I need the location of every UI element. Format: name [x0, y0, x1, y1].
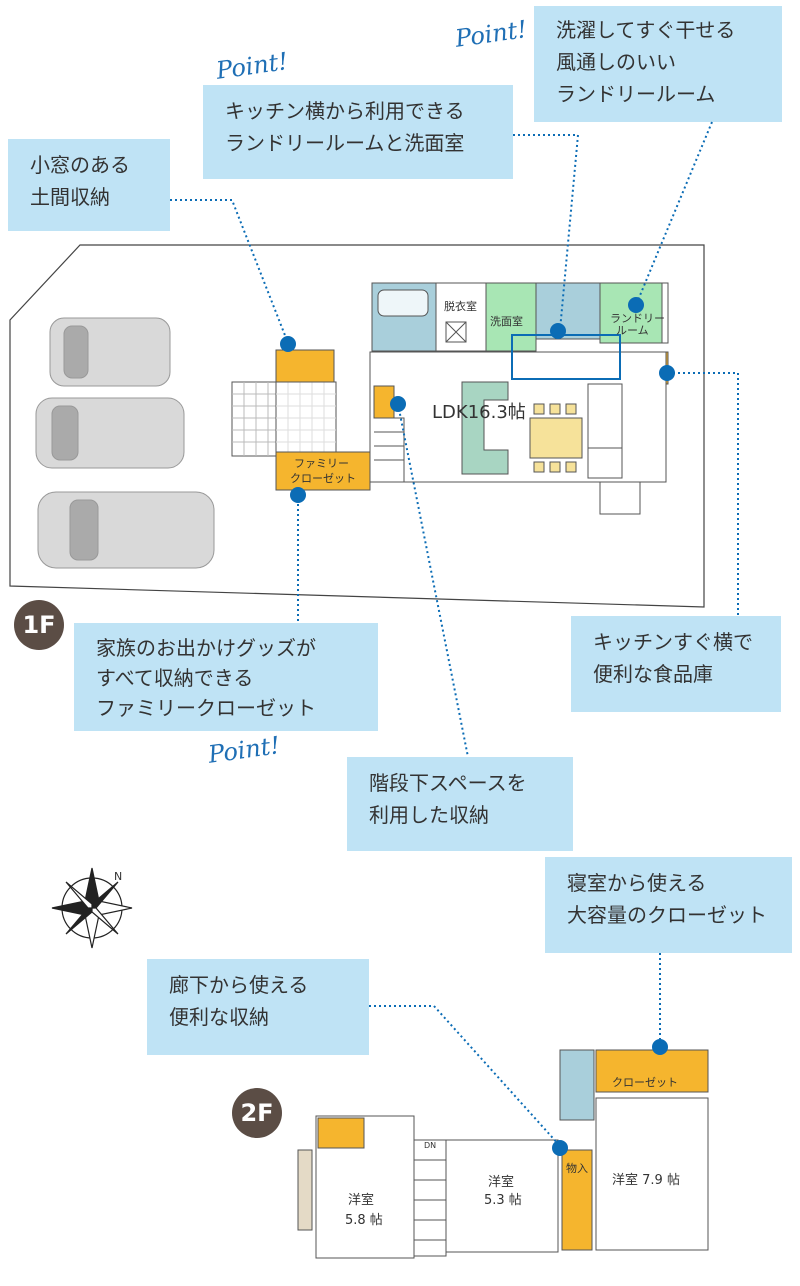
- callout-line: 便利な食品庫: [593, 662, 713, 686]
- callout-family-closet: 家族のお出かけグッズが すべて収納できる ファミリークローゼット: [74, 623, 378, 731]
- callout-kitchen-laundry: キッチン横から利用できる ランドリールームと洗面室: [203, 85, 513, 179]
- leader-lines: [170, 121, 739, 1147]
- callout-line: 家族のお出かけグッズが: [96, 636, 316, 660]
- room-a-closet: [317, 1117, 365, 1149]
- dining-table: [529, 417, 583, 459]
- callout-bedroom-closet: 寝室から使える 大容量のクローゼット: [545, 857, 792, 953]
- callout-line: ランドリールームと洗面室: [225, 131, 465, 155]
- callout-line: 土間収納: [30, 185, 110, 209]
- kitchen-counter: [587, 383, 623, 449]
- callout-doma-storage: 小窓のある 土間収納: [8, 139, 170, 231]
- marker-dots: [280, 297, 675, 1156]
- callout-under-stairs: 階段下スペースを 利用した収納: [347, 757, 573, 851]
- callout-line: キッチンすぐ横で: [593, 630, 753, 654]
- label-dressing: 脱衣室: [444, 299, 477, 313]
- label-washroom: 洗面室: [490, 314, 523, 328]
- floor-badge-2f: 2F: [232, 1088, 282, 1138]
- callout-line: 便利な収納: [169, 1005, 269, 1029]
- sofa: [461, 381, 509, 475]
- marker-dot: [550, 323, 566, 339]
- label-family-closet-1: ファミリー: [294, 457, 349, 470]
- parked-cars: [35, 317, 215, 569]
- toilet-2f: [559, 1049, 595, 1121]
- site-outline: [9, 244, 705, 608]
- leader-kitchen-laundry: [513, 134, 580, 331]
- marker-dot: [552, 1140, 568, 1156]
- dressing-room: [435, 282, 487, 352]
- callout-line: ファミリークローゼット: [96, 696, 316, 720]
- label-room-a-1: 洋室: [348, 1192, 374, 1208]
- label-room-c: 洋室 7.9 帖: [612, 1172, 680, 1188]
- callout-line: ランドリールーム: [556, 82, 716, 106]
- drying-zone-outline: [511, 334, 621, 380]
- label-family-closet-2: クローゼット: [290, 472, 356, 485]
- callout-line: 階段下スペースを: [369, 771, 527, 795]
- leader-doma: [170, 199, 289, 344]
- marker-dot: [652, 1039, 668, 1055]
- floor-badge-1f: 1F: [14, 600, 64, 650]
- room-b: [445, 1139, 559, 1253]
- callout-hallway-storage: 廊下から使える 便利な収納: [147, 959, 369, 1055]
- callout-line: 小窓のある: [30, 153, 130, 177]
- label-laundry-2: ルーム: [616, 324, 649, 337]
- marker-dot: [290, 487, 306, 503]
- label-room-b-1: 洋室: [488, 1174, 514, 1190]
- callout-line: 廊下から使える: [169, 973, 309, 997]
- compass-icon: [51, 867, 133, 949]
- callout-laundry-room: 洗濯してすぐ干せる 風通しのいい ランドリールーム: [534, 6, 782, 122]
- callout-line: 洗濯してすぐ干せる: [556, 18, 736, 42]
- label-ldk: LDK16.3帖: [432, 402, 526, 423]
- marker-dot: [280, 336, 296, 352]
- house-2f: [297, 1049, 709, 1259]
- car-3: [37, 491, 215, 569]
- callout-pantry: キッチンすぐ横で 便利な食品庫: [571, 616, 781, 712]
- label-laundry-1: ランドリー: [610, 312, 665, 325]
- leader-hallway: [369, 1005, 561, 1147]
- stairs-2f: [413, 1139, 447, 1257]
- label-storage-2f: 物入: [566, 1161, 588, 1175]
- marker-dot: [390, 396, 406, 412]
- callout-line: 利用した収納: [369, 803, 489, 827]
- marker-dot: [659, 365, 675, 381]
- doma-storage: [275, 349, 335, 383]
- closet-2f: [595, 1049, 709, 1093]
- label-closet-2f: クローゼット: [612, 1076, 678, 1089]
- room-a: [315, 1115, 415, 1259]
- leader-laundry-room: [635, 121, 713, 306]
- hall-storage: [561, 1149, 593, 1251]
- marker-dot: [628, 297, 644, 313]
- label-room-b-2: 5.3 帖: [484, 1193, 522, 1208]
- label-dn: DN: [424, 1141, 436, 1150]
- house-1f: [231, 282, 669, 515]
- compass-north-label: N: [114, 870, 122, 883]
- callout-line: 大容量のクローゼット: [567, 903, 767, 927]
- room-c: [595, 1097, 709, 1251]
- callout-line: キッチン横から利用できる: [225, 99, 465, 123]
- leader-pantry: [668, 372, 739, 616]
- callout-line: 風通しのいい: [556, 50, 676, 74]
- label-room-a-2: 5.8 帖: [345, 1213, 383, 1228]
- callout-line: すべて収納できる: [96, 666, 254, 690]
- callout-line: 寝室から使える: [567, 871, 707, 895]
